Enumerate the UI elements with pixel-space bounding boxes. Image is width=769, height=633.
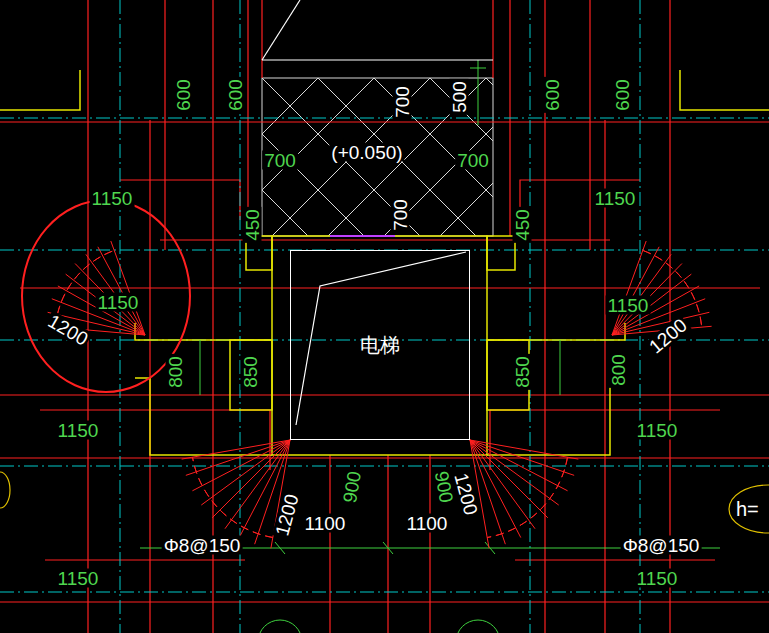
stair-ray bbox=[192, 440, 290, 491]
dimension-text: 1150 bbox=[96, 293, 141, 312]
dimension-text: 1200 bbox=[272, 490, 302, 540]
stair-fans bbox=[45, 241, 711, 548]
stair-ray bbox=[75, 264, 145, 335]
stair-ray bbox=[612, 241, 646, 335]
partial-marker bbox=[0, 472, 10, 508]
stair-arc bbox=[55, 250, 114, 327]
stair-arc bbox=[193, 457, 273, 537]
stair-ray bbox=[182, 440, 290, 459]
green-dimension-lines bbox=[140, 60, 720, 633]
room-name: 电梯 bbox=[360, 335, 400, 355]
stair-ray bbox=[186, 440, 290, 475]
dimension-text: 1150 bbox=[90, 189, 135, 208]
dimension-text: 450 bbox=[243, 207, 262, 243]
stair-ray bbox=[470, 440, 535, 529]
stair-arc bbox=[643, 250, 702, 327]
dimension-text: 1200 bbox=[644, 314, 692, 358]
dimension-text: 850 bbox=[241, 354, 260, 390]
dimension-text: 600 bbox=[613, 77, 632, 113]
dimension-text: 800 bbox=[609, 352, 628, 388]
dimension-text: 800 bbox=[166, 354, 185, 390]
dimension-text: 1150 bbox=[606, 296, 651, 315]
dimension-text: 1150 bbox=[635, 569, 680, 588]
elevator-shaft: 电梯 bbox=[290, 250, 470, 440]
rebar-note: Φ8@150 bbox=[162, 536, 243, 555]
dimension-text: 1150 bbox=[593, 189, 638, 208]
dimension-text: 850 bbox=[513, 354, 532, 390]
stair-ray bbox=[111, 241, 145, 335]
hatched-slab bbox=[262, 78, 493, 236]
stair-ray bbox=[201, 440, 290, 505]
elevation-mark: (+0.050) bbox=[329, 143, 404, 162]
dimension-text: 700 bbox=[391, 197, 410, 233]
elevation-tag: h= bbox=[728, 484, 769, 534]
dimension-text: 1100 bbox=[405, 514, 450, 533]
dimension-text: 600 bbox=[226, 77, 245, 113]
dimension-text: 900 bbox=[340, 468, 365, 506]
dimension-text: 1150 bbox=[56, 421, 101, 440]
dimension-text: 1100 bbox=[303, 514, 348, 533]
tag-text: h= bbox=[736, 499, 759, 519]
dimension-text: 700 bbox=[455, 151, 491, 170]
stair-ray bbox=[470, 440, 521, 538]
elevator-counterweight-lines bbox=[262, 0, 493, 425]
dimension-text: 1150 bbox=[635, 421, 680, 440]
red-highlight-circle bbox=[22, 200, 190, 392]
magenta-opening bbox=[330, 235, 395, 237]
dimension-text: 500 bbox=[450, 79, 469, 115]
stair-ray bbox=[470, 440, 559, 505]
dimension-text: 600 bbox=[543, 77, 562, 113]
dimension-text: 700 bbox=[393, 84, 412, 120]
dimension-text: 700 bbox=[262, 151, 298, 170]
dimension-text: 600 bbox=[174, 77, 193, 113]
stair-ray bbox=[86, 254, 145, 335]
stair-arc bbox=[487, 457, 567, 537]
rebar-note: Φ8@150 bbox=[621, 536, 702, 555]
dimension-text: 1200 bbox=[43, 310, 93, 350]
yellow-wall-outlines bbox=[0, 70, 769, 455]
dimension-text: 1150 bbox=[56, 569, 101, 588]
tag-outline bbox=[729, 485, 769, 533]
dimension-text: 450 bbox=[513, 207, 532, 243]
stair-ray bbox=[98, 247, 145, 335]
